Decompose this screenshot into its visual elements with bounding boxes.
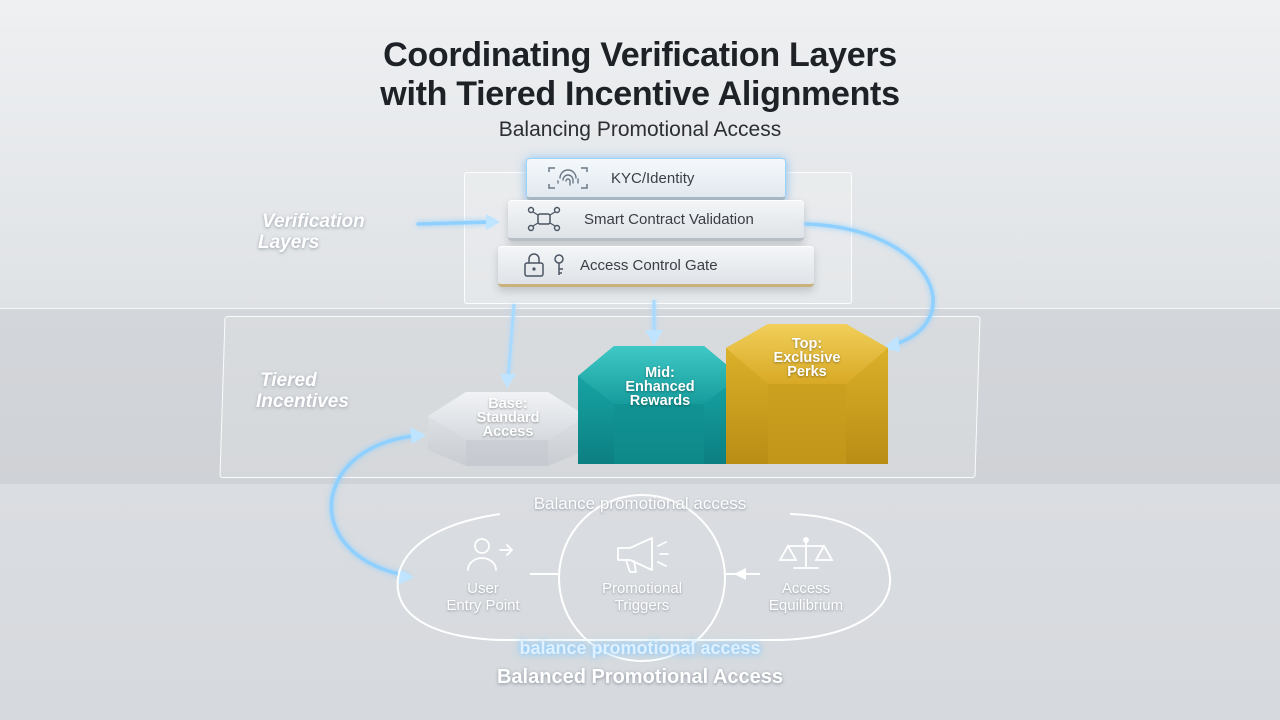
- tier-top-line-1: Top:: [791, 336, 823, 352]
- tier-mid-prism: [578, 346, 740, 464]
- verification-layers-label: Verification Layers: [258, 211, 365, 253]
- layer-smart-contract-validation[interactable]: Smart Contract Validation: [508, 200, 804, 241]
- arrow-verification-to-top-tier: [804, 222, 935, 346]
- layer-label: Access Control Gate: [580, 256, 718, 274]
- tier-base-label[interactable]: Base: Standard Access: [452, 396, 564, 440]
- contract-network-icon: [524, 204, 564, 234]
- footer-caption: Balanced Promotional Access: [496, 666, 784, 688]
- arrowhead-equilibrium: [734, 568, 746, 580]
- arrow-cycle-to-base-tier: [329, 434, 416, 578]
- node-user-entry-point[interactable]: User Entry Point: [428, 580, 538, 614]
- lock-key-icon: [520, 250, 574, 280]
- tier-base-line-1: Base:: [488, 396, 528, 412]
- node-promotional-triggers[interactable]: Promotional Triggers: [582, 580, 702, 614]
- tier-mid-line-3: Rewards: [629, 393, 691, 409]
- tier-top-line-2: Exclusive: [773, 350, 841, 366]
- tier-mid-line-1: Mid:: [645, 365, 675, 381]
- arrow-down-to-base: [506, 303, 516, 381]
- tier-top-label[interactable]: Top: Exclusive Perks: [746, 336, 868, 380]
- tier-top-prism: [726, 324, 888, 464]
- tier-base-line-2: Standard: [476, 410, 540, 426]
- node-user-line-1: User: [467, 580, 499, 597]
- layer-access-control-gate[interactable]: Access Control Gate: [498, 246, 814, 287]
- tier-top-line-3: Perks: [787, 364, 827, 380]
- glow-caption: balance promotional access: [519, 638, 761, 658]
- down-arrows: [506, 300, 656, 381]
- center-circle: [558, 494, 726, 662]
- node-trigger-line-1: Promotional: [601, 580, 683, 597]
- megaphone-icon: [617, 537, 669, 573]
- tier-base-line-3: Access: [482, 424, 534, 440]
- scales-icon: [778, 537, 834, 569]
- arrowhead-base: [500, 374, 516, 388]
- tiered-incentives-label: Tiered Incentives: [256, 370, 349, 412]
- page-subtitle: Balancing Promotional Access: [498, 118, 782, 141]
- node-user-line-2: Entry Point: [446, 597, 520, 614]
- arrowhead-base-tier: [410, 427, 426, 444]
- cycle-diagram: [396, 494, 892, 662]
- arrowhead-into-verification: [486, 214, 500, 230]
- verification-label-line-1: Verification: [262, 211, 365, 232]
- node-equilibrium-line-2: Equilibrium: [768, 597, 844, 614]
- tiered-label-line-2: Incentives: [256, 391, 349, 412]
- page-title: Coordinating Verification Layers with Ti…: [0, 36, 1280, 142]
- tier-mid-line-2: Enhanced: [625, 379, 695, 395]
- lower-band: [0, 484, 1280, 720]
- title-line-1: Coordinating Verification Layers: [383, 36, 897, 74]
- node-trigger-line-2: Triggers: [614, 597, 670, 614]
- cycle-header: Balance promotional access: [533, 494, 747, 513]
- user-arrow-icon: [467, 538, 514, 571]
- outer-oval: [396, 513, 892, 641]
- tiered-label-line-1: Tiered: [260, 370, 317, 391]
- tier-mid-label[interactable]: Mid: Enhanced Rewards: [600, 365, 720, 409]
- arrowhead-cycle-entry: [398, 569, 414, 585]
- flow-arrows: [329, 220, 935, 578]
- arrow-into-verification: [416, 220, 494, 226]
- verification-label-line-2: Layers: [258, 232, 320, 253]
- title-line-2: with Tiered Incentive Alignments: [380, 75, 900, 113]
- tier-base-prism: [428, 392, 586, 466]
- layer-kyc-identity[interactable]: KYC/Identity: [526, 158, 786, 200]
- node-equilibrium-line-1: Access: [781, 580, 831, 597]
- arrowhead-mid: [645, 330, 663, 346]
- layer-label: KYC/Identity: [611, 169, 695, 187]
- fingerprint-icon: [541, 163, 595, 193]
- layer-label: Smart Contract Validation: [584, 210, 754, 228]
- node-access-equilibrium[interactable]: Access Equilibrium: [748, 580, 864, 614]
